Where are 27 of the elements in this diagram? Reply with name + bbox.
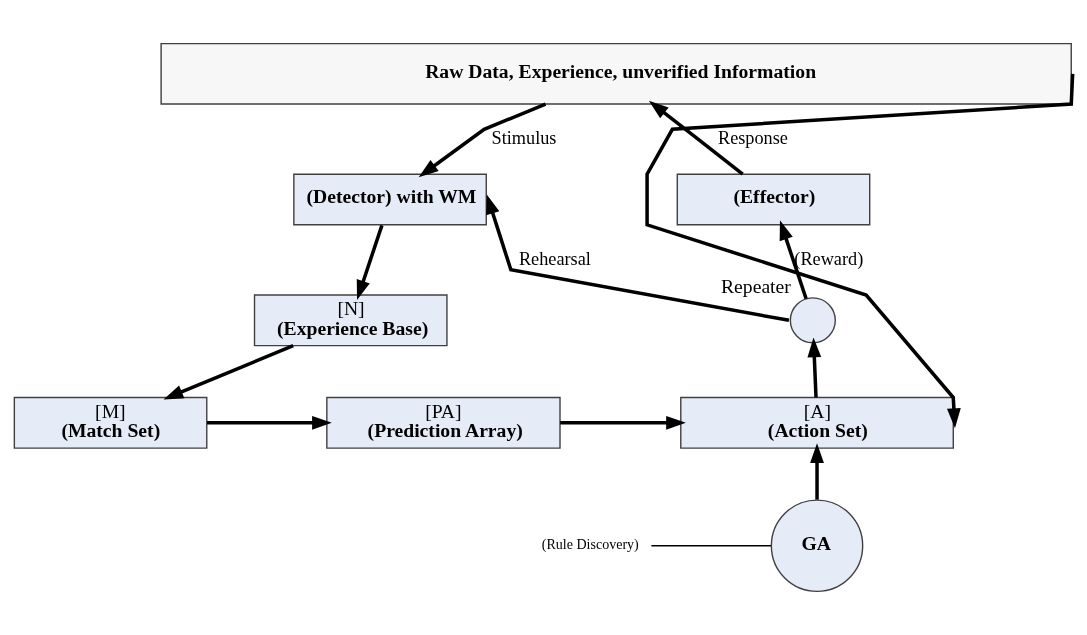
- connector: [650, 545, 772, 547]
- node-circle: [789, 297, 836, 344]
- arrow: [486, 194, 790, 323]
- arrow: [807, 337, 822, 398]
- node-circle: GA: [770, 499, 864, 593]
- arrow: [810, 443, 824, 500]
- edge-label: (Reward): [794, 248, 864, 269]
- edge-label: Response: [717, 127, 788, 148]
- edge-label: Rehearsal: [518, 248, 591, 269]
- edge-label: Stimulus: [491, 127, 557, 148]
- node-box: [PA] (Prediction Array): [326, 396, 561, 449]
- arrow: [163, 344, 294, 400]
- arrow: [645, 73, 1075, 429]
- node-box: (Detector) with WM: [293, 173, 487, 226]
- node-box: Raw Data, Experience, unverified Information: [160, 42, 1072, 105]
- arrow: [648, 100, 744, 176]
- arrow: [560, 415, 686, 430]
- node-text: (Rule Discovery): [541, 536, 639, 553]
- arrow: [207, 415, 332, 430]
- arrow: [418, 102, 547, 178]
- node-label: Repeater: [721, 274, 791, 297]
- node-box: [A] (Action Set): [680, 396, 954, 449]
- arrow: [356, 224, 384, 300]
- node-box: [M] (Match Set): [13, 396, 208, 449]
- node-box: [N] (Experience Base): [253, 294, 448, 347]
- arrow: [779, 220, 808, 300]
- node-box: (Effector): [676, 173, 871, 226]
